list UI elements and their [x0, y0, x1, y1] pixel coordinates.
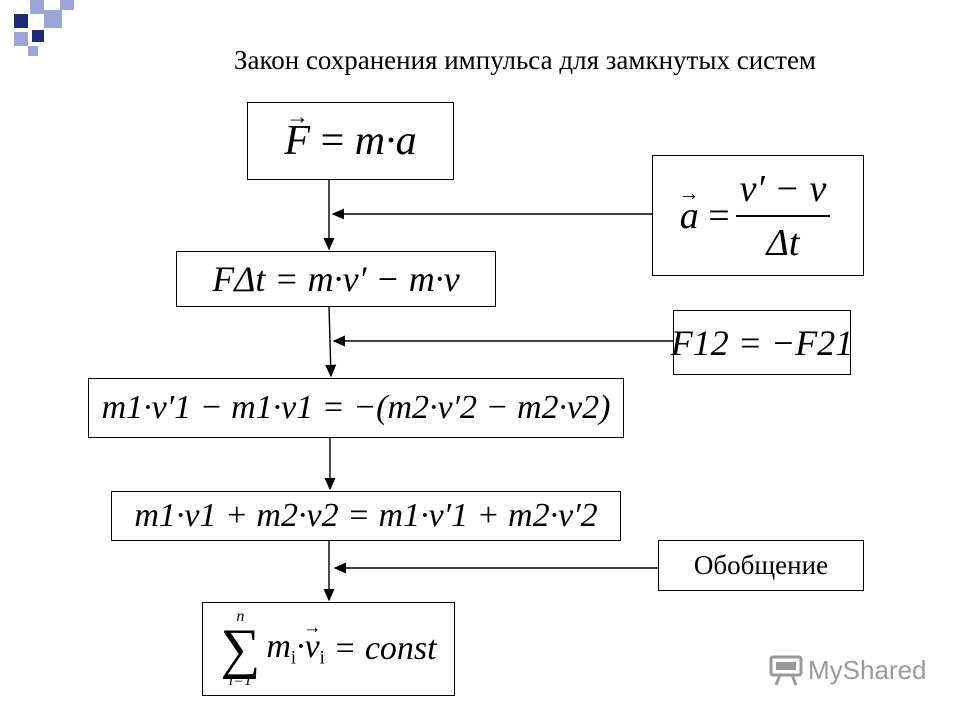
sum-rhs: = const: [333, 630, 437, 667]
equation-newton: F = m·a: [284, 117, 416, 165]
generalization-label: Обобщение: [693, 550, 829, 580]
deco-square: [28, 46, 38, 56]
sum-box: n ∑ i=1 mi·vi = const: [202, 602, 455, 696]
sum-lower-limit: i=1: [228, 672, 252, 689]
impulse-box: FΔt = m·v′ − m·v: [176, 251, 496, 307]
deco-square: [30, 0, 44, 14]
equation-momentum-change: m1·v′1 − m1·v1 = −(m2·v′2 − m2·v2): [101, 389, 611, 426]
logo-text: MyShared: [808, 654, 927, 685]
deco-square: [32, 30, 44, 42]
equation-sum: n ∑ i=1 mi·vi = const: [220, 609, 436, 689]
fraction-numerator: v′ − v: [735, 167, 831, 217]
deco-square: [60, 0, 74, 10]
watermark-logo: MyShared: [768, 654, 927, 686]
equation-impulse: FΔt = m·v′ − m·v: [212, 259, 460, 299]
deco-square: [14, 14, 28, 28]
term-ma: m·a: [354, 118, 417, 164]
sigma-symbol: n ∑ i=1: [220, 608, 261, 689]
presentation-icon: [769, 655, 803, 686]
sum-upper-limit: n: [236, 608, 245, 625]
generalization-box: Обобщение: [658, 540, 864, 591]
equation-acceleration: a = v′ − v Δt: [680, 167, 837, 265]
deco-square: [44, 10, 62, 28]
momentum-change-box: m1·v′1 − m1·v1 = −(m2·v′2 − m2·v2): [88, 378, 624, 438]
newton-second-law-box: F = m·a: [247, 102, 454, 180]
momentum-conservation-box: m1·v1 + m2·v2 = m1·v′1 + m2·v′2: [111, 491, 621, 541]
arrow-down-2: [325, 306, 337, 378]
equals-sign: =: [320, 118, 345, 164]
acceleration-box: a = v′ − v Δt: [652, 155, 864, 276]
fraction-denominator: Δt: [766, 221, 800, 264]
deco-square: [14, 32, 28, 46]
vector-f: F: [284, 117, 310, 165]
equation-momentum-conservation: m1·v1 + m2·v2 = m1·v′1 + m2·v′2: [134, 497, 598, 534]
equation-third-law: F12 = −F21: [670, 322, 854, 363]
slide-title: Закон сохранения импульса для замкнутых …: [233, 45, 817, 75]
third-law-box: F12 = −F21: [670, 310, 854, 375]
